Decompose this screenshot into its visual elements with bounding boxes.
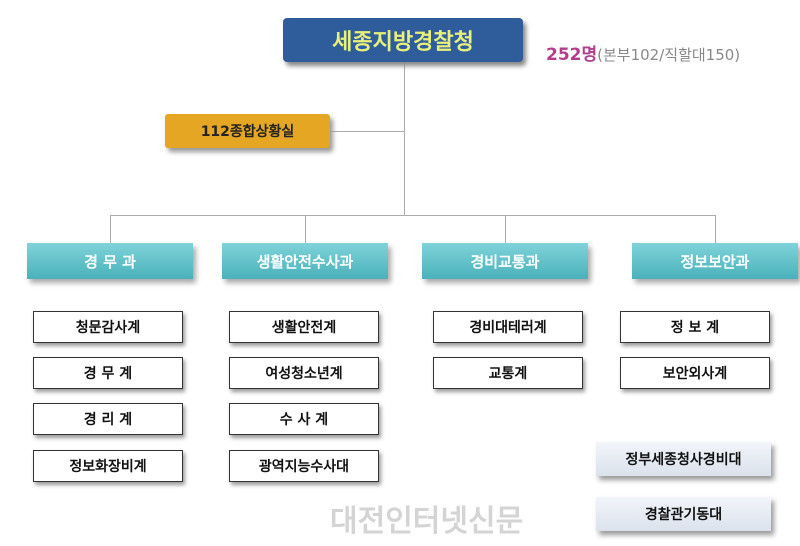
agency-box: 세종지방경찰청 (283, 18, 523, 62)
connector (110, 215, 111, 243)
unit-box: 여성청소년계 (229, 357, 379, 389)
unit-box: 경비대테러계 (433, 311, 583, 343)
unit-box: 교통계 (433, 357, 583, 389)
unit-box: 광역지능수사대 (229, 450, 379, 482)
direct-unit-box: 경찰관기동대 (596, 497, 771, 531)
situation-room-box: 112종합상황실 (165, 114, 330, 148)
direct-unit-box: 정부세종청사경비대 (596, 442, 771, 476)
connector (715, 215, 716, 243)
staff-count: 252명(본부102/직할대150) (546, 40, 740, 65)
unit-box: 경 무 계 (33, 357, 183, 389)
connector (330, 131, 404, 132)
connector (305, 215, 306, 243)
dept-box: 경 무 과 (27, 243, 193, 279)
dept-box: 생활안전수사과 (222, 243, 388, 279)
dept-box: 정보보안과 (632, 243, 798, 279)
unit-box: 정 보 계 (620, 311, 770, 343)
unit-box: 경 리 계 (33, 403, 183, 435)
watermark: 대전인터넷신문 (330, 504, 524, 539)
staff-detail: (본부102/직할대150) (597, 46, 741, 64)
unit-box: 보안외사계 (620, 357, 770, 389)
unit-box: 청문감사계 (33, 311, 183, 343)
connector (404, 62, 405, 215)
unit-box: 수 사 계 (229, 403, 379, 435)
dept-box: 경비교통과 (422, 243, 588, 279)
unit-box: 정보화장비계 (33, 450, 183, 482)
unit-box: 생활안전계 (229, 311, 379, 343)
staff-total: 252명 (546, 45, 598, 65)
connector (110, 215, 715, 216)
connector (505, 215, 506, 243)
